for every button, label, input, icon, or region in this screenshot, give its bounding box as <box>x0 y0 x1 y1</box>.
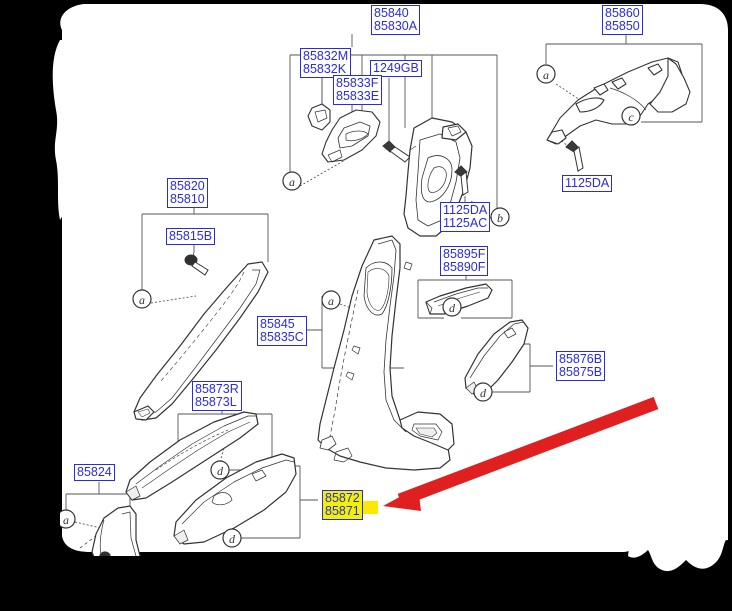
label-85873R-85873L-line-1: 85873R <box>195 382 239 396</box>
label-85872-85871-line-1: 85872 <box>325 491 360 505</box>
svg-text:a: a <box>63 513 69 527</box>
svg-text:c: c <box>628 110 634 124</box>
svg-text:a: a <box>328 294 334 308</box>
label-85895F-85890F-line-1: 85895F <box>443 247 486 261</box>
label-1125DA-right: 1125DA <box>562 175 613 192</box>
red-arrow-pointer <box>383 396 659 511</box>
label-85833F-85833E-line-1: 85833F <box>336 76 379 90</box>
part-85845-center-pillar-trim <box>317 235 455 471</box>
label-1249GB: 1249GB <box>370 60 422 77</box>
label-1125DA-1125AC-line-1: 1125DA <box>443 203 488 217</box>
svg-text:d: d <box>229 532 236 546</box>
label-85840-85830A-line-2: 85830A <box>374 19 418 33</box>
part-85833-trim <box>321 109 381 163</box>
label-85895F-85890F-line-2: 85890F <box>443 260 486 274</box>
bolt-1125DA-right <box>565 140 584 172</box>
label-1125DA-right-line-1: 1125DA <box>565 176 610 190</box>
svg-text:b: b <box>497 211 503 225</box>
label-85833F-85833E-line-2: 85833E <box>336 89 380 103</box>
label-1249GB-line-1: 1249GB <box>373 61 419 75</box>
label-85860-85850-line-2: 85850 <box>605 19 640 33</box>
part-85820-front-pillar-trim <box>133 261 269 421</box>
label-85840-85830A-line-1: 85840 <box>374 6 409 20</box>
callout-circles: a a a a a c b d d d d <box>60 64 641 548</box>
label-85815B-line-1: 85815B <box>169 229 213 243</box>
clip-85815B <box>184 254 209 276</box>
part-rear-quarter-trim <box>546 57 691 145</box>
label-85824-line-1: 85824 <box>77 465 112 479</box>
label-85820-85810-line-1: 85820 <box>170 179 205 193</box>
label-85832M-85832K-line-2: 85832K <box>303 62 347 76</box>
svg-text:a: a <box>289 175 295 189</box>
label-85820-85810-line-2: 85810 <box>170 192 205 206</box>
label-85832M-85832K-line-1: 85832M <box>303 49 349 63</box>
bolt-1125DA-center <box>454 165 469 196</box>
svg-text:d: d <box>449 301 456 315</box>
label-85815B: 85815B <box>166 228 216 245</box>
part-85873R-sill-trim <box>125 411 259 501</box>
label-85845-85835C-line-1: 85845 <box>260 317 295 331</box>
label-85845-85835C-line-2: 85835C <box>260 330 304 344</box>
part-85832-cap <box>307 103 331 131</box>
label-85876B-85875B-line-1: 85876B <box>559 352 603 366</box>
diagram-contents: a a a a a c b d d d d <box>60 34 703 566</box>
svg-text:d: d <box>217 464 224 478</box>
part-85872-scuff-plate <box>173 453 297 545</box>
label-85860-85850-line-1: 85860 <box>605 6 640 20</box>
svg-text:a: a <box>543 68 549 82</box>
label-85876B-85875B-line-2: 85875B <box>559 365 603 379</box>
label-85873R-85873L-line-2: 85873L <box>195 395 237 409</box>
label-85824: 85824 <box>74 464 115 481</box>
label-1125DA-1125AC-line-2: 1125AC <box>443 216 488 230</box>
svg-text:d: d <box>480 386 487 400</box>
svg-text:a: a <box>139 293 145 307</box>
label-85872-85871-line-2: 85871 <box>325 504 360 518</box>
